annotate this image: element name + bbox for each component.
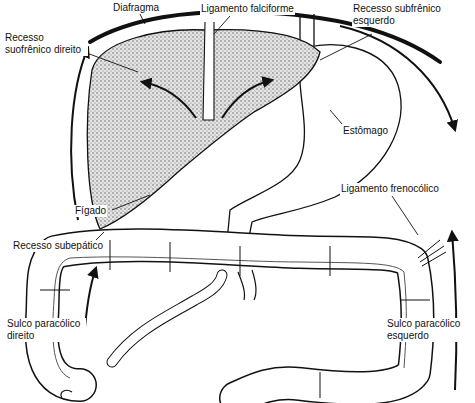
anatomy-label: Recesso subfrênico esquerdo xyxy=(352,3,464,27)
anatomy-label: Recesso suofrênico direito xyxy=(4,32,88,56)
falciform-ligament xyxy=(203,22,214,120)
anatomy-label: Estômago xyxy=(342,125,389,137)
anatomy-label: Sulco paracólico direito xyxy=(6,318,86,342)
anatomy-label: Ligamento falciforme xyxy=(200,3,295,15)
anatomy-label: Diafragma xyxy=(112,2,160,14)
anatomy-label: Sulco paracólico esquerdo xyxy=(386,318,468,342)
leader-line xyxy=(84,14,418,240)
anatomy-label: Ligamento frenocólico xyxy=(340,183,440,195)
colon xyxy=(40,240,430,398)
liver xyxy=(87,30,320,229)
anatomy-label: Fígado xyxy=(74,205,107,217)
anatomy-label: Recesso subepático xyxy=(12,240,104,252)
